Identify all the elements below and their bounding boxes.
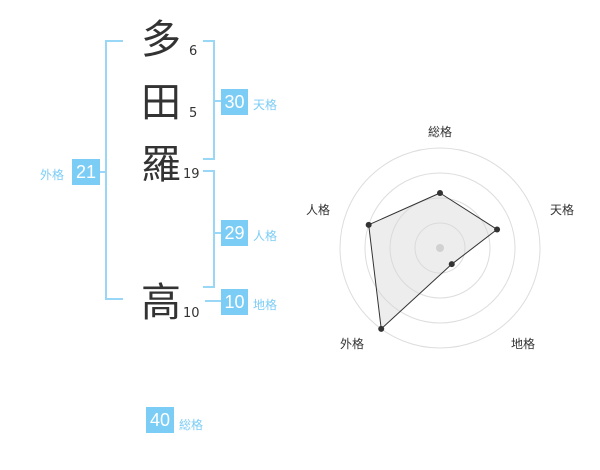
radar-ring [364, 172, 516, 324]
radar-label-chikaku: 地格 [511, 337, 536, 351]
tenkaku-score: 30 [221, 89, 248, 115]
gaikaku-score: 21 [72, 159, 100, 185]
radar-point-2 [494, 226, 501, 233]
gaikaku-bracket [105, 40, 123, 300]
radar-label-gaikaku: 外格 [340, 337, 365, 351]
jinkaku-bracket-tick [213, 232, 221, 234]
jinkaku-label: 人格 [253, 229, 278, 243]
jinkaku-score: 29 [221, 220, 248, 246]
name-char-3: 羅 [141, 142, 181, 188]
chikaku-label: 地格 [253, 298, 278, 312]
radar-point-4 [378, 325, 385, 332]
radar-ring [389, 197, 491, 299]
name-char-2: 田 [141, 80, 181, 126]
soukaku-score: 40 [146, 407, 174, 433]
radar-ring [414, 222, 466, 274]
radar-point-5 [365, 221, 372, 228]
chikaku-score: 10 [221, 289, 248, 315]
radar-center [436, 244, 444, 252]
name-char-4: 高 [141, 280, 181, 326]
radar-label-tenkaku: 天格 [550, 203, 575, 217]
radar-label-soukaku: 総格 [428, 125, 453, 139]
jinkaku-bracket [203, 170, 215, 288]
chikaku-bracket-tick [205, 300, 221, 302]
stroke-count-2: 5 [189, 106, 198, 121]
radar-point-3 [448, 261, 455, 268]
stroke-count-4: 10 [183, 306, 200, 321]
stroke-count-3: 19 [183, 167, 200, 182]
radar-label-jinkaku: 人格 [306, 203, 331, 217]
tenkaku-bracket-tick [213, 100, 221, 102]
tenkaku-label: 天格 [253, 98, 278, 112]
name-char-1: 多 [141, 17, 181, 63]
radar-ring [339, 147, 541, 349]
soukaku-label: 総格 [179, 418, 204, 432]
radar-point-1 [437, 190, 443, 196]
radar-area [368, 192, 498, 330]
gaikaku-bracket-tick [95, 171, 107, 173]
stroke-count-1: 6 [189, 44, 198, 59]
gaikaku-label: 外格 [40, 168, 65, 182]
